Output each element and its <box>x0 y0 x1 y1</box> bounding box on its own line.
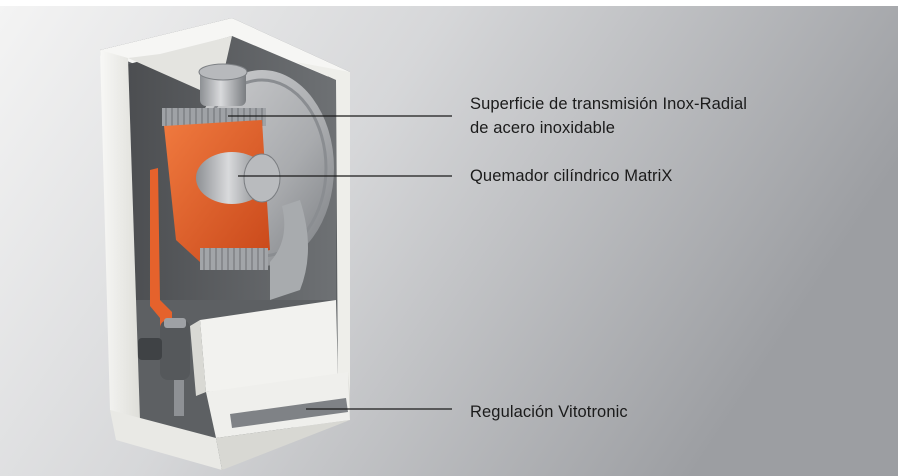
control-display-strip <box>230 398 348 428</box>
hydraulic-block-shade <box>190 320 206 396</box>
casing-right-wall <box>296 62 350 400</box>
boiler-illustration <box>100 18 350 470</box>
valve-block <box>138 338 162 360</box>
top-border <box>0 0 898 6</box>
casing-base-front <box>216 372 350 470</box>
casing-base <box>110 410 222 470</box>
air-duct <box>270 200 308 300</box>
lower-pipe <box>174 380 184 416</box>
burner-end <box>243 153 281 203</box>
fin-lines-bottom <box>203 248 265 270</box>
label-burner: Quemador cilíndrico MatriX <box>470 167 673 185</box>
label-heat-exchanger-surface: Superficie de transmisión Inox-Radial de… <box>470 92 747 140</box>
orange-riser-pipe <box>150 168 172 360</box>
label-surface-line2: de acero inoxidable <box>470 119 616 137</box>
pump-cap <box>164 318 186 328</box>
pump-body <box>160 320 190 380</box>
flue-opening <box>198 63 248 81</box>
hydraulic-block <box>200 300 338 392</box>
leader-lines <box>228 115 452 410</box>
label-control: Regulación Vitotronic <box>470 403 628 421</box>
casing-left-wall <box>100 50 140 420</box>
label-surface-line1: Superficie de transmisión Inox-Radial <box>470 95 747 113</box>
